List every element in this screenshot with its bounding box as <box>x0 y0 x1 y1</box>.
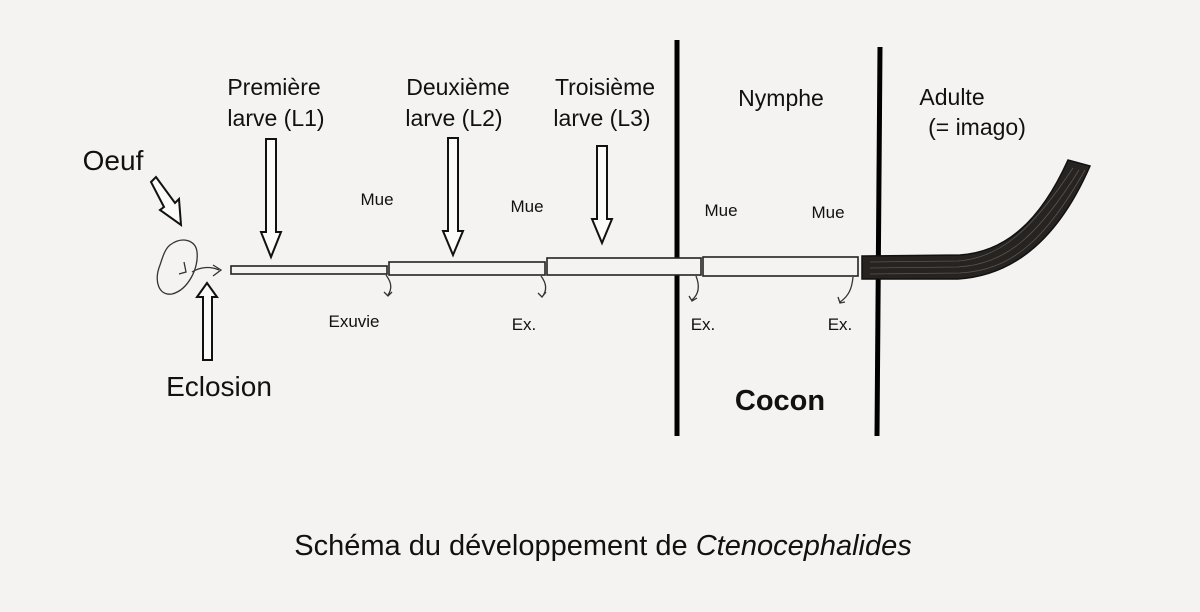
mue-label-3: Mue <box>704 201 737 220</box>
cocon-label: Cocon <box>735 385 825 417</box>
stage-l3-label-line1: Troisième <box>555 74 655 100</box>
adult-body <box>861 159 1092 280</box>
stage-adulte-label-line1: Adulte <box>919 84 984 110</box>
adult-body-texture <box>869 167 1086 275</box>
cocoon-end-bar <box>874 46 883 437</box>
caption-prefix: Schéma du développement de <box>294 530 695 562</box>
nymph-segment <box>702 256 859 277</box>
stage-l2-label-line1: Deuxième <box>406 74 510 100</box>
stage-nymphe-label: Nymphe <box>738 85 824 111</box>
exuvie-curl-2 <box>537 275 547 298</box>
l2-arrow-icon <box>441 137 465 258</box>
larva-l2-segment <box>388 261 546 276</box>
eclosion-label: Eclosion <box>166 371 272 402</box>
egg-icon <box>156 239 223 295</box>
stage-l3-label-line2: larve (L3) <box>553 105 650 131</box>
l3-arrow-icon <box>590 145 614 246</box>
l1-arrow-icon <box>259 138 283 260</box>
egg-pointer-arrow-icon <box>149 175 183 228</box>
mue-label-1: Mue <box>360 190 393 209</box>
stage-adulte-label-line2: (= imago) <box>928 114 1026 140</box>
mue-label-4: Mue <box>811 203 844 222</box>
exuvie-label-2: Ex. <box>512 315 537 334</box>
exuvie-curl-1 <box>383 274 393 297</box>
mue-label-2: Mue <box>510 197 543 216</box>
exuvie-curl-4 <box>837 276 854 304</box>
larva-l1-segment <box>230 265 388 275</box>
eclosion-arrow-icon <box>195 281 219 361</box>
stage-l1-label-line2: larve (L1) <box>227 105 324 131</box>
larva-l3-segment <box>546 257 702 276</box>
stage-l2-label-line2: larve (L2) <box>405 105 502 131</box>
stage-l1-label-line1: Première <box>227 74 320 100</box>
caption-genus: Ctenocephalides <box>696 530 912 562</box>
exuvie-curl-3 <box>688 275 699 302</box>
exuvie-label-3: Ex. <box>691 315 716 334</box>
oeuf-label: Oeuf <box>83 145 144 176</box>
exuvie-label-4: Ex. <box>828 315 853 334</box>
exuvie-label-1: Exuvie <box>328 312 379 331</box>
diagram-caption: Schéma du développement de Ctenocephalid… <box>294 530 912 562</box>
